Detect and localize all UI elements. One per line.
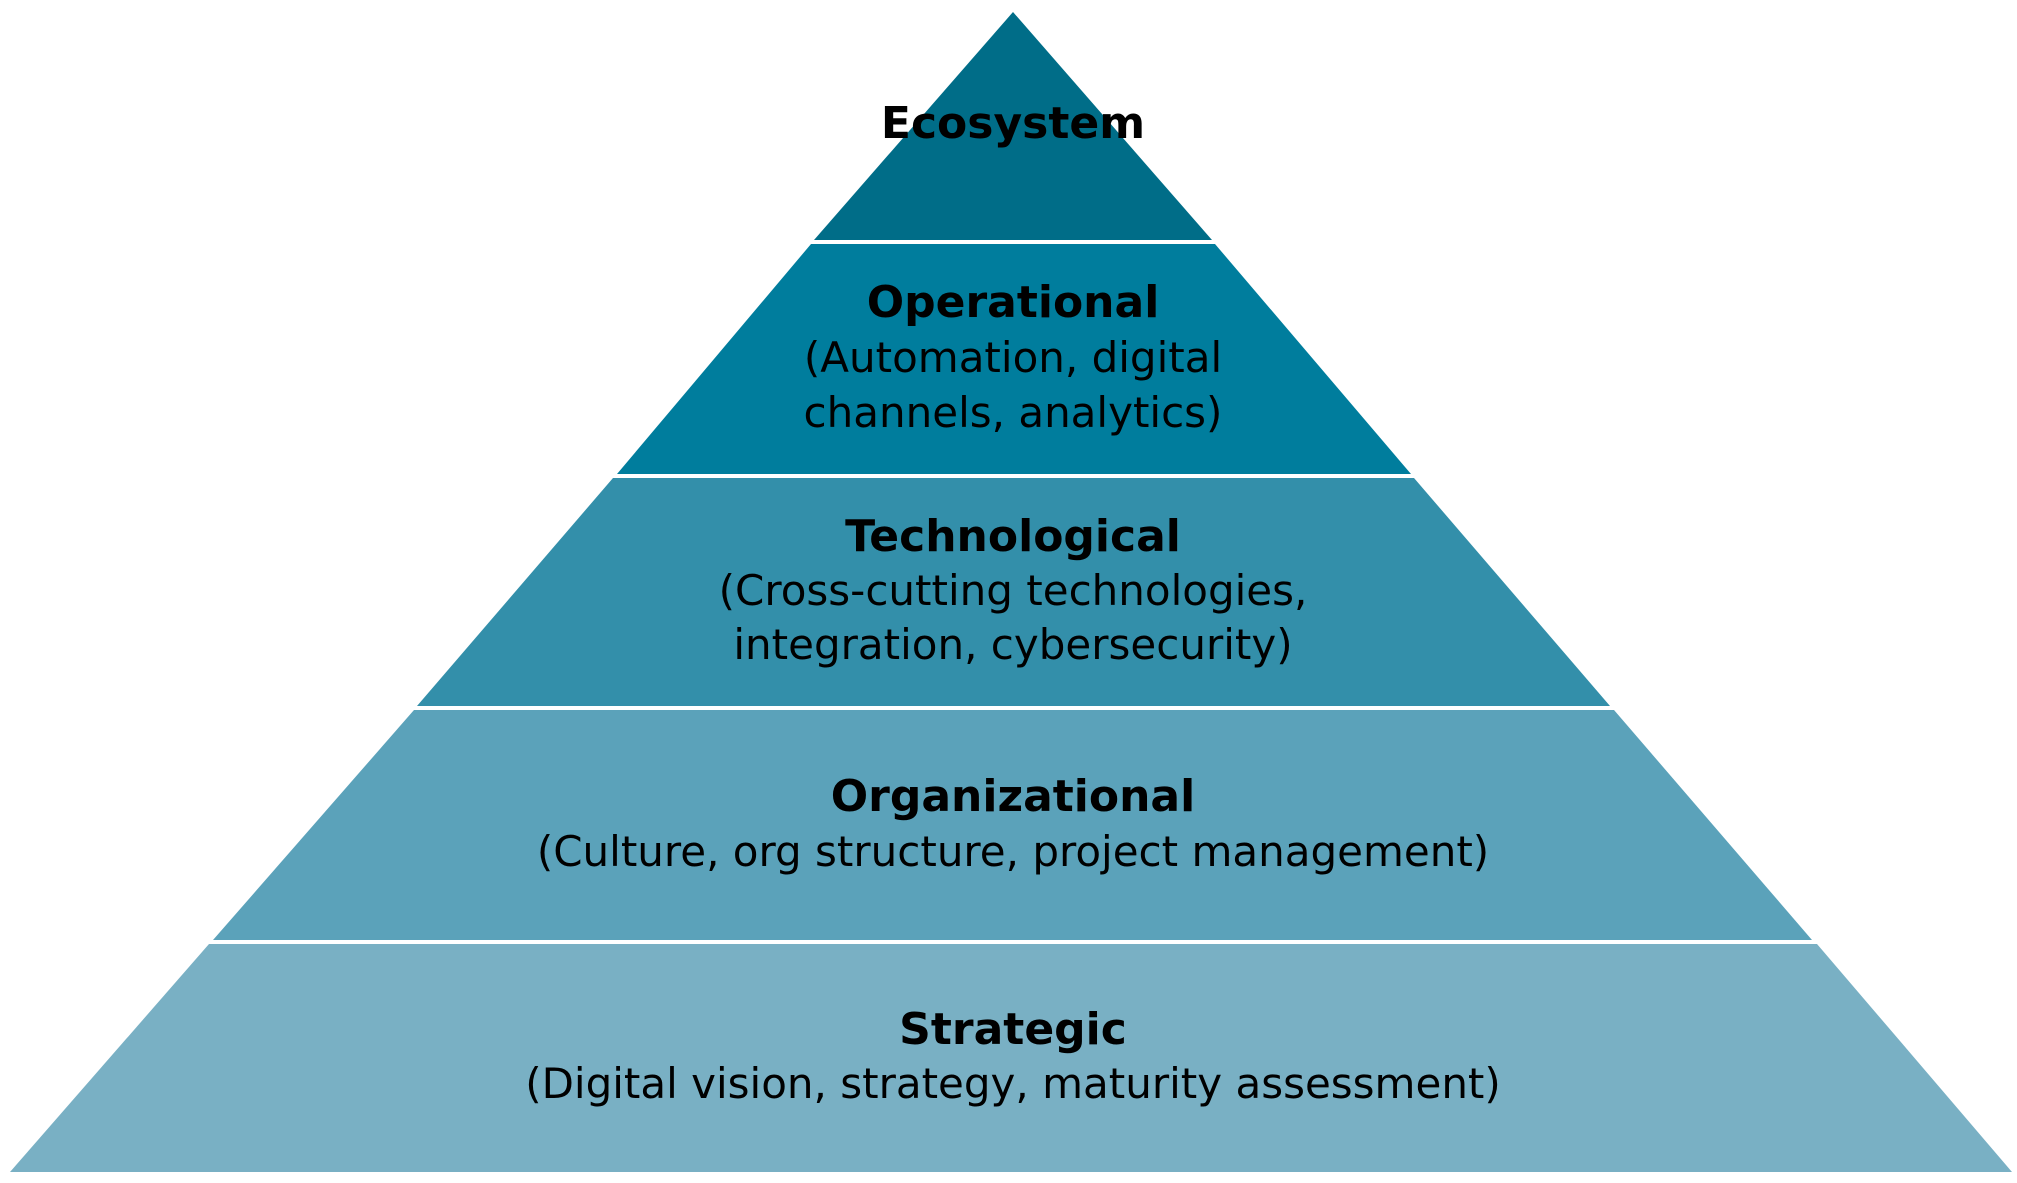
layer-operational-shape bbox=[617, 244, 1411, 474]
layer-technological-line-1: (Cross-cutting technologies, bbox=[719, 566, 1308, 615]
layer-strategic-title: Strategic bbox=[899, 1004, 1127, 1055]
layer-ecosystem-title: Ecosystem bbox=[881, 98, 1145, 149]
layer-technological-line-2: integration, cybersecurity) bbox=[733, 620, 1292, 669]
layer-ecosystem: Ecosystem bbox=[814, 12, 1212, 240]
layer-organizational-title: Organizational bbox=[831, 771, 1195, 822]
layer-technological-shape bbox=[417, 478, 1610, 706]
layer-operational-title: Operational bbox=[867, 277, 1160, 328]
layer-organizational: Organizational (Culture, org structure, … bbox=[213, 710, 1812, 940]
layer-ecosystem-shape bbox=[814, 12, 1212, 240]
layer-strategic-line-1: (Digital vision, strategy, maturity asse… bbox=[525, 1059, 1501, 1108]
layer-strategic: Strategic (Digital vision, strategy, mat… bbox=[10, 944, 2012, 1172]
layer-technological-title: Technological bbox=[845, 511, 1181, 562]
layer-operational-line-1: (Automation, digital bbox=[804, 333, 1222, 382]
layer-organizational-shape bbox=[213, 710, 1812, 940]
layer-organizational-line-1: (Culture, org structure, project managem… bbox=[537, 827, 1489, 876]
layer-technological: Technological (Cross-cutting technologie… bbox=[417, 478, 1610, 706]
layer-strategic-shape bbox=[10, 944, 2012, 1172]
layer-operational-line-2: channels, analytics) bbox=[804, 388, 1223, 437]
layer-operational: Operational (Automation, digital channel… bbox=[617, 244, 1411, 474]
